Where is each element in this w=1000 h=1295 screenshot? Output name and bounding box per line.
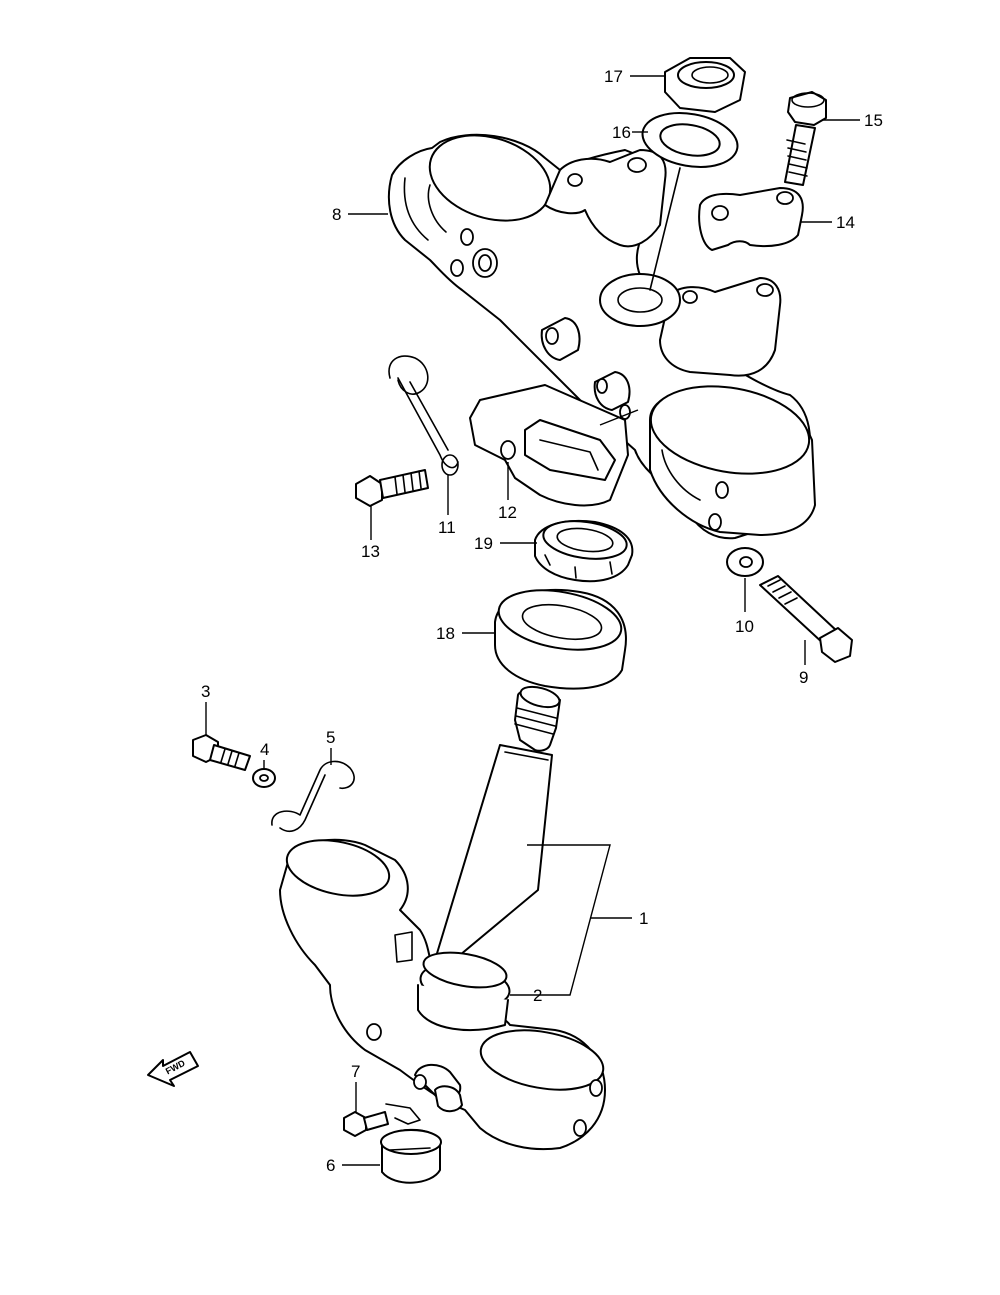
- clip-5: [271, 760, 355, 832]
- callout-15: 15: [864, 111, 883, 130]
- callout-2: 2: [533, 986, 542, 1005]
- clip-11: [388, 355, 459, 476]
- callout-19: 19: [474, 534, 493, 553]
- callout-16: 16: [612, 123, 631, 142]
- leader-lines: [205, 75, 860, 1166]
- callout-labels: 1 2 3 4 5 6 7 8 9 10 11 12 13 14 15 16 1…: [201, 67, 883, 1175]
- callout-11: 11: [438, 518, 456, 537]
- lock-nut-19: [534, 519, 634, 583]
- handlebar-holder-lower-left: [544, 149, 667, 248]
- fwd-arrow-icon: FWD: [147, 1051, 199, 1087]
- handlebar-holder-upper-14: [698, 187, 804, 251]
- bolt-7: [343, 1103, 421, 1137]
- bracket-12: [469, 384, 629, 507]
- callout-18: 18: [436, 624, 455, 643]
- callout-4: 4: [260, 740, 269, 759]
- bearing-18: [494, 588, 627, 690]
- bolt-13: [355, 469, 429, 507]
- steering-stem-shaft: [434, 685, 561, 966]
- callout-13: 13: [361, 542, 380, 561]
- bolt-15: [784, 91, 827, 186]
- callout-3: 3: [201, 682, 210, 701]
- washer-16: [599, 112, 739, 327]
- callout-6: 6: [326, 1156, 335, 1175]
- bolt-3: [192, 734, 251, 771]
- callout-1: 1: [639, 909, 648, 928]
- callout-5: 5: [326, 728, 335, 747]
- upper-bracket: [387, 133, 816, 540]
- callout-9: 9: [799, 668, 808, 687]
- callout-7: 7: [351, 1062, 360, 1081]
- washer-4: [252, 768, 276, 788]
- callout-10: 10: [735, 617, 754, 636]
- callout-8: 8: [332, 205, 341, 224]
- callout-12: 12: [498, 503, 517, 522]
- nut-17: [664, 57, 746, 113]
- callout-14: 14: [836, 213, 855, 232]
- handlebar-holder-lower-right: [659, 277, 782, 377]
- bolt-9: [759, 575, 853, 663]
- collar-6: [380, 1128, 442, 1184]
- lower-bracket: [279, 838, 606, 1151]
- callout-17: 17: [604, 67, 623, 86]
- washer-10: [726, 547, 764, 577]
